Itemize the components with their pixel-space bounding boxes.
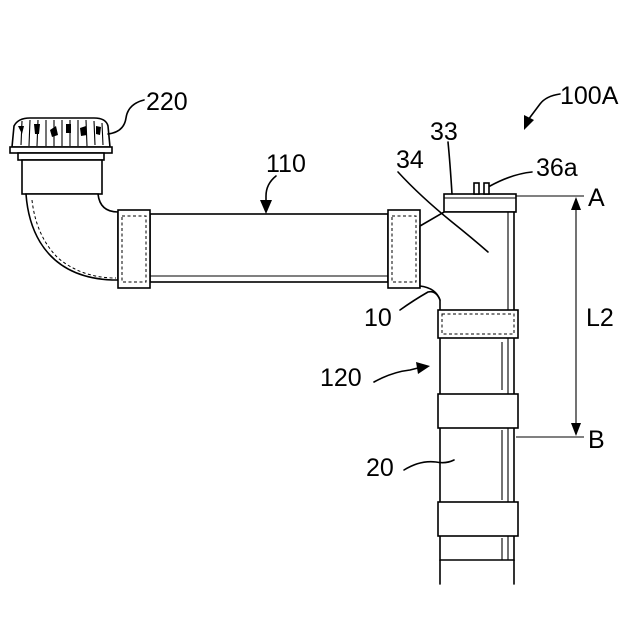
cap-label: 33 [430, 118, 458, 146]
vertical-pipe-label: 120 [320, 364, 362, 392]
elbow-end-label: 34 [396, 146, 424, 174]
length-l2-label: L2 [586, 304, 614, 332]
tube-label: 20 [366, 454, 394, 482]
horizontal-pipe-label: 110 [266, 150, 306, 178]
horizontal-pipe [118, 210, 420, 288]
trap-header [10, 118, 118, 280]
point-a-label: A [588, 184, 605, 212]
trap-header-label: 220 [146, 88, 188, 116]
vertical-pipe [420, 183, 518, 584]
dimension-l2 [516, 196, 584, 437]
terminal-label: 36a [536, 154, 578, 182]
joint-label: 10 [364, 304, 392, 332]
point-b-label: B [588, 426, 605, 454]
figure-reference-label: 100A [560, 82, 619, 110]
